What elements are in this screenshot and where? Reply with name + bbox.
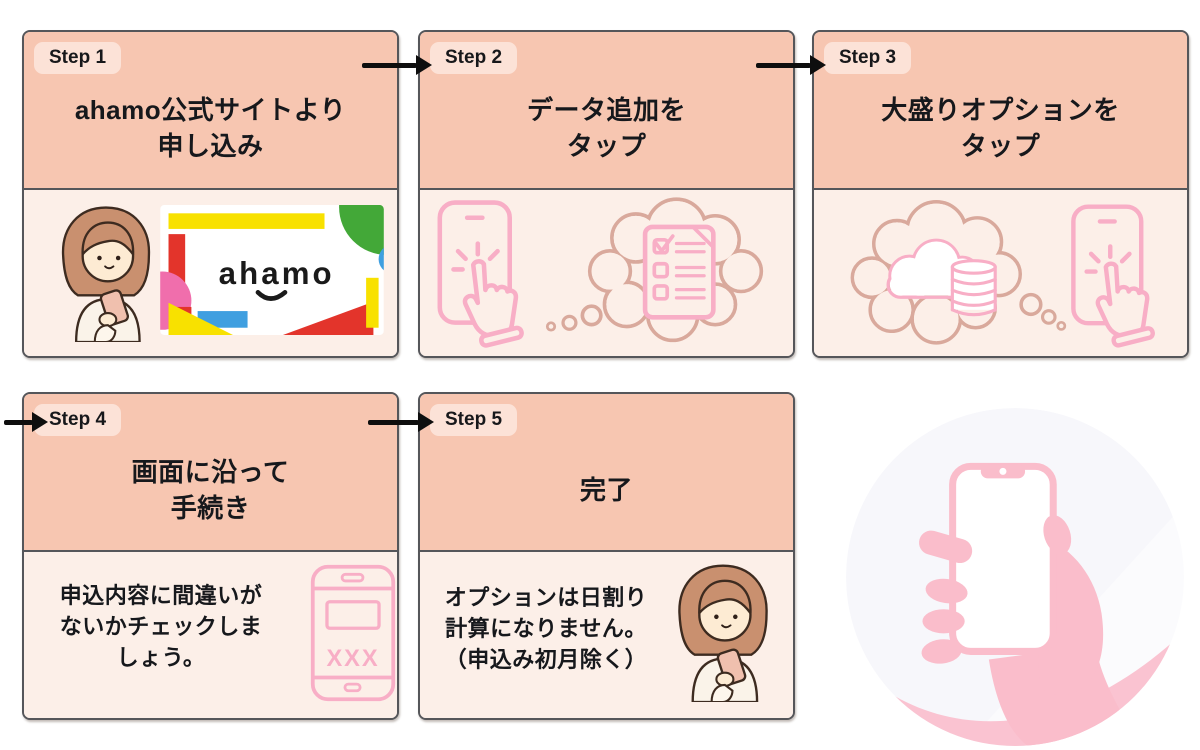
step-badge: Step 4	[34, 404, 122, 436]
phone-xxx-icon: XXX	[310, 564, 396, 702]
note-line3: しょう。	[116, 645, 206, 670]
step-title-line2: 手続き	[170, 493, 251, 523]
step-1-header: Step 1 ahamo公式サイトより 申し込み	[24, 32, 397, 190]
arrow-right-icon	[416, 55, 432, 75]
note-line2: ないかチェックしま	[59, 614, 263, 639]
step-title: 画面に沿って 手続き	[24, 436, 397, 550]
arrow-shaft	[368, 419, 419, 425]
step-4-body: 申込内容に間違いが ないかチェックしま しょう。 XXX	[24, 552, 397, 718]
step-title-line2: タップ	[960, 131, 1041, 161]
arrow-right-icon	[32, 412, 48, 432]
step-3-body	[814, 190, 1187, 356]
step-badge: Step 5	[430, 404, 518, 436]
arrow-shaft	[756, 62, 811, 68]
step-title-line2: 申し込み	[157, 131, 264, 161]
woman-with-phone-illustration	[678, 564, 768, 702]
woman-with-phone-illustration	[61, 206, 151, 342]
step-card-1: Step 1 ahamo公式サイトより 申し込み	[22, 30, 399, 358]
arrow-shaft	[4, 419, 33, 425]
phone-tap-icon	[437, 200, 524, 348]
phone-screen-label: XXX	[326, 646, 379, 672]
step-card-5: Step 5 完了 オプションは日割り 計算になりません。 （申込み初月除く）	[418, 392, 795, 720]
note-line3: （申込み初月除く）	[444, 647, 648, 672]
step-card-3: Step 3 大盛りオプションを タップ	[812, 30, 1189, 358]
thought-bubble-data-icon	[850, 200, 1067, 345]
arrow-right-icon	[418, 412, 434, 432]
step-title-line1: 完了	[579, 475, 633, 505]
note-line1: オプションは日割り	[444, 585, 648, 610]
ahamo-logo-text: ahamo	[219, 256, 335, 291]
step-4-header: Step 4 画面に沿って 手続き	[24, 394, 397, 552]
step-3-header: Step 3 大盛りオプションを タップ	[814, 32, 1187, 190]
step-card-4: Step 4 画面に沿って 手続き 申込内容に間違いが ないかチェックしま しょ…	[22, 392, 399, 720]
step-5-header: Step 5 完了	[420, 394, 793, 552]
step-title-line2: タップ	[566, 131, 647, 161]
step-title: 完了	[420, 436, 793, 550]
step-2-header: Step 2 データ追加を タップ	[420, 32, 793, 190]
note-line2: 計算になりません。	[445, 616, 647, 641]
flow-arrow-1	[362, 55, 432, 75]
arrow-shaft	[362, 62, 417, 68]
step-badge: Step 2	[430, 42, 518, 74]
step-4-note: 申込内容に間違いが ないかチェックしま しょう。	[30, 580, 292, 673]
step-title-line1: 大盛りオプションを	[881, 95, 1120, 125]
step-title-line1: データ追加を	[526, 95, 686, 125]
step-5-note: オプションは日割り 計算になりません。 （申込み初月除く）	[424, 582, 668, 675]
thought-bubble-checklist-icon	[545, 197, 764, 343]
flow-arrow-2	[756, 55, 826, 75]
note-line1: 申込内容に間違いが	[59, 583, 263, 608]
step-5-body: オプションは日割り 計算になりません。 （申込み初月除く）	[420, 552, 793, 718]
step-title-line1: ahamo公式サイトより	[74, 95, 347, 125]
step-title: データ追加を タップ	[420, 74, 793, 188]
step-title: 大盛りオプションを タップ	[814, 74, 1187, 188]
step-badge: Step 3	[824, 42, 912, 74]
step-card-2: Step 2 データ追加を タップ	[418, 30, 795, 358]
arrow-right-icon	[810, 55, 826, 75]
flow-arrow-3	[4, 412, 48, 432]
phone-tap-icon	[1071, 204, 1155, 348]
step-2-body	[420, 190, 793, 356]
step-title: ahamo公式サイトより 申し込み	[24, 74, 397, 188]
step-1-body: ahamo	[24, 190, 397, 356]
hand-holding-phone-illustration	[846, 408, 1184, 746]
step-title-line1: 画面に沿って	[131, 457, 290, 487]
ahamo-card-illustration: ahamo	[160, 205, 384, 335]
flow-arrow-4	[368, 412, 434, 432]
step-badge: Step 1	[34, 42, 122, 74]
